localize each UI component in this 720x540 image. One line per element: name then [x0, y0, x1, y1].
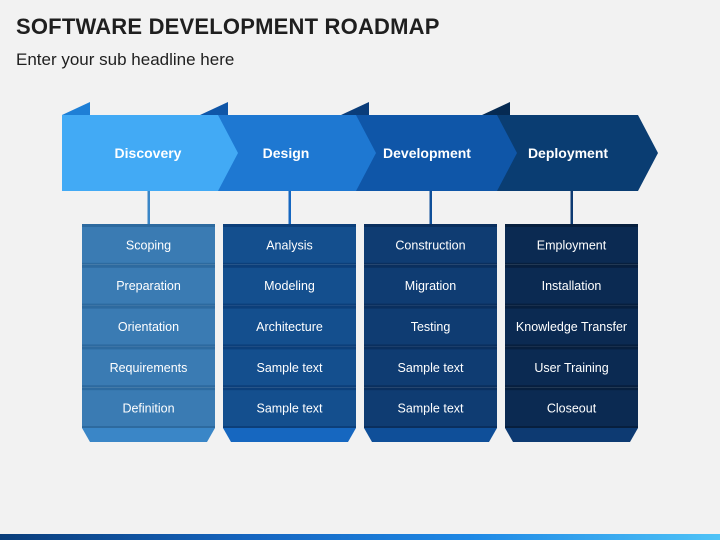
page-title: SOFTWARE DEVELOPMENT ROADMAP	[16, 14, 440, 39]
connector-line	[288, 191, 291, 224]
item-label: Testing	[411, 320, 451, 334]
arrow-fold	[200, 102, 228, 115]
phase-arrow	[341, 115, 517, 191]
item-label: Sample text	[256, 361, 323, 375]
item-row-inner	[223, 267, 356, 304]
item-row-inner	[505, 349, 638, 386]
phase-label: Deployment	[528, 145, 608, 161]
item-row-inner	[82, 390, 215, 426]
phase-label: Design	[263, 145, 310, 161]
item-label: Preparation	[116, 279, 181, 293]
item-row-inner	[364, 308, 497, 345]
item-label: Sample text	[256, 402, 323, 416]
item-label: Scoping	[126, 238, 171, 252]
item-label: Closeout	[547, 402, 597, 416]
item-row-inner	[505, 308, 638, 345]
connector-line	[147, 191, 150, 224]
item-row-inner	[223, 390, 356, 426]
item-row-inner	[82, 227, 215, 263]
item-row-inner	[82, 349, 215, 386]
item-label: Installation	[542, 279, 602, 293]
phase-label: Discovery	[115, 145, 182, 161]
phase-arrow	[482, 115, 658, 191]
phase-label: Development	[383, 145, 471, 161]
item-row-inner	[223, 227, 356, 263]
item-row-inner	[505, 267, 638, 304]
item-label: Orientation	[118, 320, 179, 334]
item-row-inner	[505, 390, 638, 426]
arrow-fold	[482, 102, 510, 115]
item-label: Sample text	[397, 402, 464, 416]
column-foot	[82, 428, 215, 442]
item-label: Construction	[395, 238, 465, 252]
arrow-fold	[62, 102, 90, 115]
item-label: Sample text	[397, 361, 464, 375]
item-row-inner	[223, 308, 356, 345]
item-row-inner	[505, 227, 638, 263]
item-row-inner	[364, 390, 497, 426]
item-row-inner	[82, 308, 215, 345]
phase-arrow	[200, 115, 376, 191]
connector-line	[570, 191, 573, 224]
item-row-inner	[364, 227, 497, 263]
item-label: Modeling	[264, 279, 315, 293]
column-foot	[364, 428, 497, 442]
item-label: Requirements	[110, 361, 188, 375]
item-row-inner	[364, 349, 497, 386]
item-row-inner	[223, 349, 356, 386]
item-label: Migration	[405, 279, 456, 293]
item-row-inner	[364, 267, 497, 304]
connector-line	[429, 191, 432, 224]
item-row-inner	[82, 267, 215, 304]
item-label: Definition	[122, 402, 174, 416]
item-label: User Training	[534, 361, 608, 375]
item-label: Architecture	[256, 320, 323, 334]
arrow-fold	[341, 102, 369, 115]
phase-arrow	[62, 115, 238, 191]
column-foot	[505, 428, 638, 442]
item-label: Employment	[537, 238, 607, 252]
column-foot	[223, 428, 356, 442]
page-subtitle: Enter your sub headline here	[16, 50, 235, 69]
item-label: Knowledge Transfer	[516, 320, 627, 334]
bottom-accent-bar	[0, 534, 720, 540]
item-label: Analysis	[266, 238, 313, 252]
